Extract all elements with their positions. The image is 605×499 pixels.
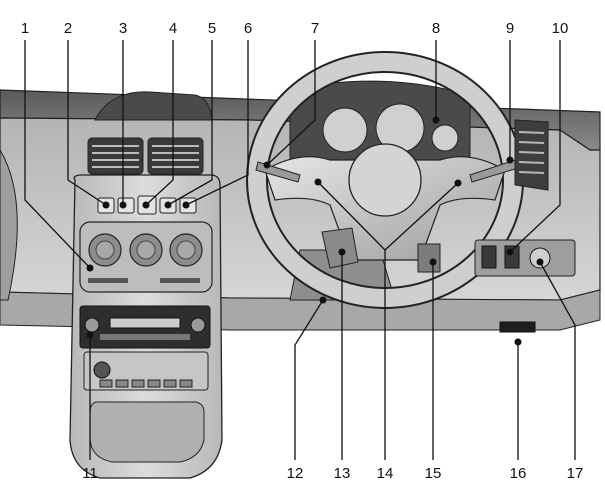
- dimmer-switches: [417, 243, 441, 273]
- callout-16: 16: [510, 465, 527, 482]
- speedometer: [322, 107, 368, 153]
- right-switch-panel: [474, 239, 576, 277]
- ignition-area: [321, 227, 359, 269]
- callout-1: 1: [21, 20, 29, 37]
- center-vents: [87, 137, 204, 175]
- storage-bin: [89, 401, 205, 463]
- fuel-gauge: [431, 124, 459, 152]
- callout-12: 12: [287, 465, 304, 482]
- callout-5: 5: [208, 20, 216, 37]
- radio-unit: [79, 305, 211, 349]
- callout-numbers: 1 2 3 4 5 6 7 8 9 10 11 12 13 14 15 16 1…: [21, 20, 584, 482]
- callout-13: 13: [334, 465, 351, 482]
- right-vent: [514, 119, 549, 191]
- bonnet-release: [499, 321, 536, 333]
- callout-3: 3: [119, 20, 127, 37]
- left-door-edge: [0, 149, 18, 301]
- callout-14: 14: [377, 465, 394, 482]
- steering-wheel-hub: [348, 143, 422, 217]
- callout-15: 15: [425, 465, 442, 482]
- lighter: [93, 361, 111, 379]
- heater-knobs: [88, 233, 203, 283]
- callout-11: 11: [82, 465, 98, 482]
- dashboard-artwork: [0, 51, 601, 479]
- leader-lines: [24, 40, 576, 460]
- callout-7: 7: [311, 20, 319, 37]
- callout-10: 10: [552, 20, 569, 37]
- callout-dots: [86, 116, 544, 346]
- callout-8: 8: [432, 20, 440, 37]
- callout-9: 9: [506, 20, 514, 37]
- callout-2: 2: [64, 20, 72, 37]
- callout-4: 4: [169, 20, 177, 37]
- lower-switches: [99, 379, 193, 388]
- callout-6: 6: [244, 20, 252, 37]
- callout-17: 17: [567, 465, 584, 482]
- lower-cubby: [83, 351, 209, 391]
